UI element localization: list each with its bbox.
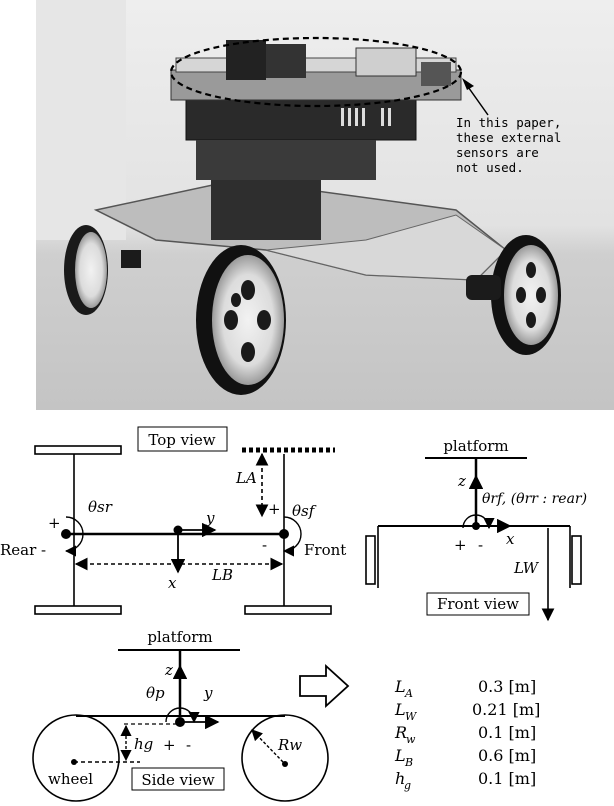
param-subscript: W	[405, 710, 418, 723]
hollow-arrow	[299, 663, 350, 709]
side-y-label: y	[203, 684, 213, 702]
param-value: 0.6 [m]	[478, 746, 536, 765]
top-view: Top view Rear - Front + + - θsr θsf y x …	[0, 426, 346, 615]
wheel-label: wheel	[48, 770, 93, 788]
front-view: platform z θrf, (θrr : rear) x + - LW Fr…	[365, 437, 587, 622]
param-symbol: h	[395, 769, 405, 788]
param-symbol: L	[394, 677, 406, 696]
side-z-label: z	[164, 661, 173, 679]
param-subscript: g	[404, 779, 411, 792]
theta-sr-label: θsr	[88, 498, 113, 516]
param-row: L B 0.6 [m]	[394, 746, 536, 769]
x-axis-label: x	[168, 574, 177, 592]
front-z-label: z	[457, 472, 466, 490]
robot-photo: In this paper, these external sensors ar…	[36, 0, 614, 410]
plus-right: +	[268, 500, 281, 518]
param-subscript: w	[406, 733, 416, 746]
param-symbol: R	[394, 723, 407, 742]
theta-sf-label: θsf	[292, 502, 317, 520]
param-row: R w 0.1 [m]	[394, 723, 536, 746]
callout-line-2: these external	[456, 130, 561, 145]
param-row: h g 0.1 [m]	[395, 769, 536, 792]
parameter-table: L A 0.3 [m] L W 0.21 [m] R w 0.1 [m] L B…	[394, 677, 540, 792]
theta-p-label: θp	[146, 684, 165, 702]
side-view-box	[131, 767, 225, 791]
wheel-rear-left	[64, 225, 108, 315]
param-symbol: L	[394, 746, 406, 765]
side-view: platform z θp y + - hg Rw wheel Side vie…	[32, 628, 329, 802]
lw-label: LW	[513, 559, 540, 577]
callout-line-3: sensors are	[456, 145, 539, 160]
plus-left: +	[48, 514, 61, 532]
callout-text: In this paper, these external sensors ar…	[456, 115, 561, 175]
front-label: Front	[304, 541, 346, 559]
front-x-label: x	[506, 530, 515, 548]
side-plus: +	[163, 736, 176, 754]
callout-line-1: In this paper,	[456, 115, 561, 130]
y-axis-label: y	[205, 509, 215, 527]
rw-label: Rw	[277, 736, 302, 754]
side-minus: -	[186, 736, 191, 754]
param-subscript: B	[404, 756, 413, 769]
param-subscript: A	[404, 687, 413, 700]
param-value: 0.1 [m]	[478, 769, 536, 788]
lb-label: LB	[211, 566, 233, 584]
rear-label: Rear -	[0, 541, 46, 559]
param-value: 0.21 [m]	[472, 700, 540, 719]
side-platform-label: platform	[147, 628, 212, 646]
param-symbol: L	[394, 700, 406, 719]
la-label: LA	[235, 469, 257, 487]
side-view-label: Side view	[141, 771, 214, 789]
top-view-box	[137, 426, 228, 452]
top-view-label: Top view	[148, 431, 215, 449]
front-view-label: Front view	[437, 595, 519, 613]
param-value: 0.1 [m]	[478, 723, 536, 742]
front-plus: +	[454, 536, 467, 554]
front-minus: -	[478, 536, 483, 554]
sensors-highlight-ellipse	[169, 36, 463, 108]
callout-line-4: not used.	[456, 160, 524, 175]
wheel-front-right	[491, 235, 561, 355]
front-theta-label: θrf, (θrr : rear)	[482, 491, 587, 507]
front-platform-label: platform	[443, 437, 508, 455]
param-row: L W 0.21 [m]	[394, 700, 540, 723]
minus-right: -	[262, 536, 267, 554]
front-view-box	[426, 592, 530, 616]
hg-label: hg	[134, 735, 153, 753]
wheel-front-left	[196, 245, 286, 395]
param-row: L A 0.3 [m]	[394, 677, 536, 700]
kinematic-diagram: Top view Rear - Front + + - θsr θsf y x …	[0, 426, 587, 802]
param-value: 0.3 [m]	[478, 677, 536, 696]
